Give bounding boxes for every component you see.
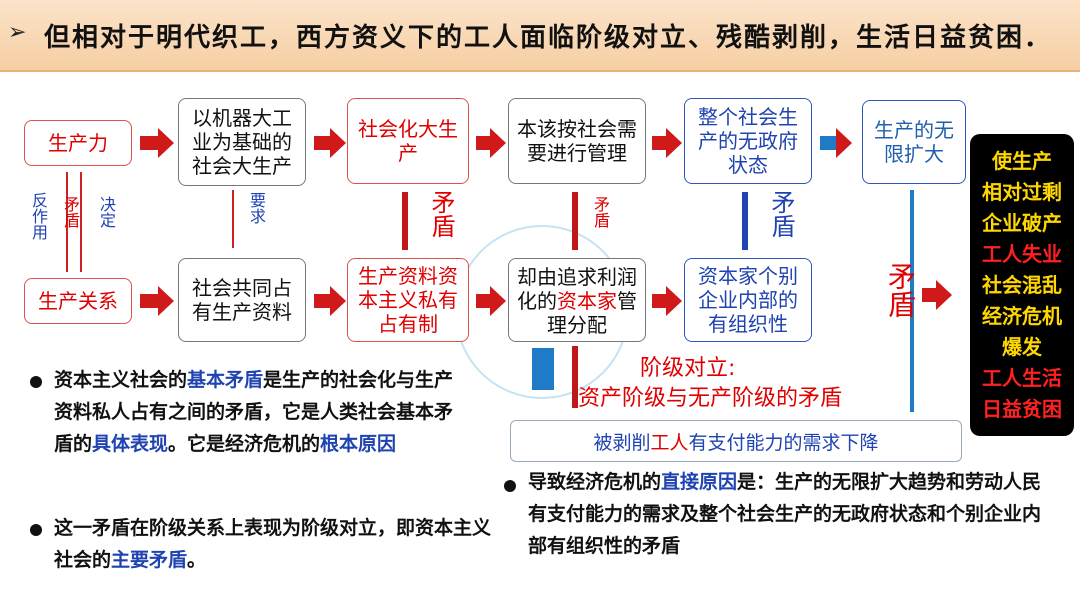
contradiction-text: 矛盾 [767, 190, 795, 238]
bullet1-text-a: 资本主义社会的 [54, 369, 188, 391]
bullet3-highlight-b: 直接原因 [661, 471, 738, 493]
arrow-down-icon [532, 348, 554, 390]
title-banner: ➢ 但相对于明代织工，西方资义下的工人面临阶级对立、残酷剥削，生活日益贫困． [0, 0, 1080, 72]
result-item: 企业破产 [982, 210, 1062, 235]
contradiction-text: 矛盾 [427, 190, 455, 238]
arrow-right-icon [652, 286, 682, 316]
arrow-right-icon [476, 286, 506, 316]
arrow-right-icon [314, 128, 346, 158]
result-item: 爆发 [1002, 334, 1042, 359]
anarchy-box: 整个社会生产的无政府状态 [684, 98, 812, 184]
result-item: 工人生活 [982, 365, 1062, 390]
bullet2-text-a: 这一矛盾在阶级关系上表现为阶级对立，即资本主义社会的 [54, 517, 492, 571]
double-arrow-icon [572, 346, 578, 408]
result-item: 相对过剩 [982, 179, 1062, 204]
machine-industry-box: 以机器大工业为基础的社会大生产 [178, 98, 306, 186]
result-item: 工人失业 [982, 241, 1062, 266]
result-item: 使生产 [992, 148, 1052, 173]
results-box: 使生产 相对过剩 企业破产 工人失业 社会混乱 经济危机 爆发 工人生活 日益贫… [970, 134, 1074, 436]
banner-text: 但相对于明代织工，西方资义下的工人面临阶级对立、残酷剥削，生活日益贫困． [44, 23, 1053, 53]
react-label: 反作用 [29, 192, 48, 240]
socialized-production-box: 社会化大生产 [347, 98, 469, 184]
connector-line [80, 172, 82, 272]
profit-text-a: 却由追求利润化的 [517, 265, 637, 313]
arrow-right-icon [476, 128, 506, 158]
result-item: 经济危机 [982, 303, 1062, 328]
result-item: 社会混乱 [982, 272, 1062, 297]
double-arrow-icon [910, 190, 914, 412]
bullet1-highlight-b: 基本矛盾 [187, 369, 264, 391]
infinite-expansion-box: 生产的无限扩大 [862, 100, 966, 184]
demand-text-c: 有支付能力的需求下降 [688, 431, 879, 454]
connector-line [232, 190, 234, 248]
social-management-box: 本该按社会需要进行管理 [508, 98, 646, 184]
bullet-main-contradiction: 这一矛盾在阶级关系上表现为阶级对立，即资本主义社会的主要矛盾。 [54, 512, 494, 576]
require-label: 要求 [247, 192, 266, 224]
connector-line [66, 172, 68, 272]
bullet-direct-cause: 导致经济危机的直接原因是：生产的无限扩大趋势和劳动人民有支付能力的需求及整个社会… [528, 466, 1048, 562]
bullet1-highlight-d: 具体表现 [92, 433, 169, 455]
demand-drop-box: 被剥削工人有支付能力的需求下降 [510, 420, 962, 462]
capitalist-text: 资本家 [557, 289, 617, 313]
arrow-right-icon [140, 286, 174, 316]
result-item: 日益贫困 [982, 396, 1062, 421]
double-arrow-icon [572, 192, 578, 250]
double-arrow-icon [402, 192, 408, 250]
bullet1-highlight-f: 根本原因 [320, 433, 397, 455]
bullet2-text-c: 。 [187, 549, 207, 571]
private-ownership-box: 生产资料资本主义私有占有制 [347, 258, 469, 342]
relations-box: 生产关系 [24, 278, 132, 324]
arrow-right-icon [140, 128, 174, 158]
bullet2-highlight-b: 主要矛盾 [111, 549, 188, 571]
bullet-dot [30, 524, 42, 536]
demand-text-b: 工人 [650, 431, 689, 454]
arrow-right-icon [922, 280, 952, 310]
class-opposition-text: 资产阶级与无产阶级的矛盾 [578, 386, 843, 411]
arrow-right-icon [652, 128, 682, 158]
productivity-box: 生产力 [24, 120, 132, 166]
decide-label: 决定 [97, 196, 116, 228]
double-arrow-icon [742, 192, 748, 250]
profit-text-c: 管理分配 [547, 289, 637, 337]
bullet1-text-c: 是生产的社会化与生产资料私人占有之间的矛盾，它是人类社会基本矛盾的 [54, 369, 454, 455]
contradiction-text: 矛盾 [591, 196, 610, 228]
demand-text-a: 被剥削 [593, 431, 651, 454]
contradiction-label: 矛盾 [61, 196, 80, 228]
profit-management-box: 却由追求利润化的资本家管理分配 [508, 258, 646, 342]
arrow-right-blue-icon [820, 128, 852, 158]
bullet3-text-a: 导致经济危机的 [528, 471, 662, 493]
big-contradiction-text: 矛盾 [884, 262, 917, 318]
bullet-dot [504, 480, 516, 492]
arrow-right-icon [314, 286, 346, 316]
common-ownership-box: 社会共同占有生产资料 [178, 258, 306, 342]
bullet-basic-contradiction: 资本主义社会的基本矛盾是生产的社会化与生产资料私人占有之间的矛盾，它是人类社会基… [54, 364, 464, 460]
class-opposition-title: 阶级对立: [640, 356, 736, 381]
bullet3-text-c: 是：生产的无限扩大趋势和劳动人民有支付能力的需求及整个社会生产的无政府状态和个别… [528, 471, 1042, 557]
arrow-bullet-icon: ➢ [8, 20, 27, 45]
bullet1-text-e: 。它是经济危机的 [168, 433, 321, 455]
bullet-dot [30, 376, 42, 388]
internal-organization-box: 资本家个别企业内部的有组织性 [684, 258, 812, 342]
